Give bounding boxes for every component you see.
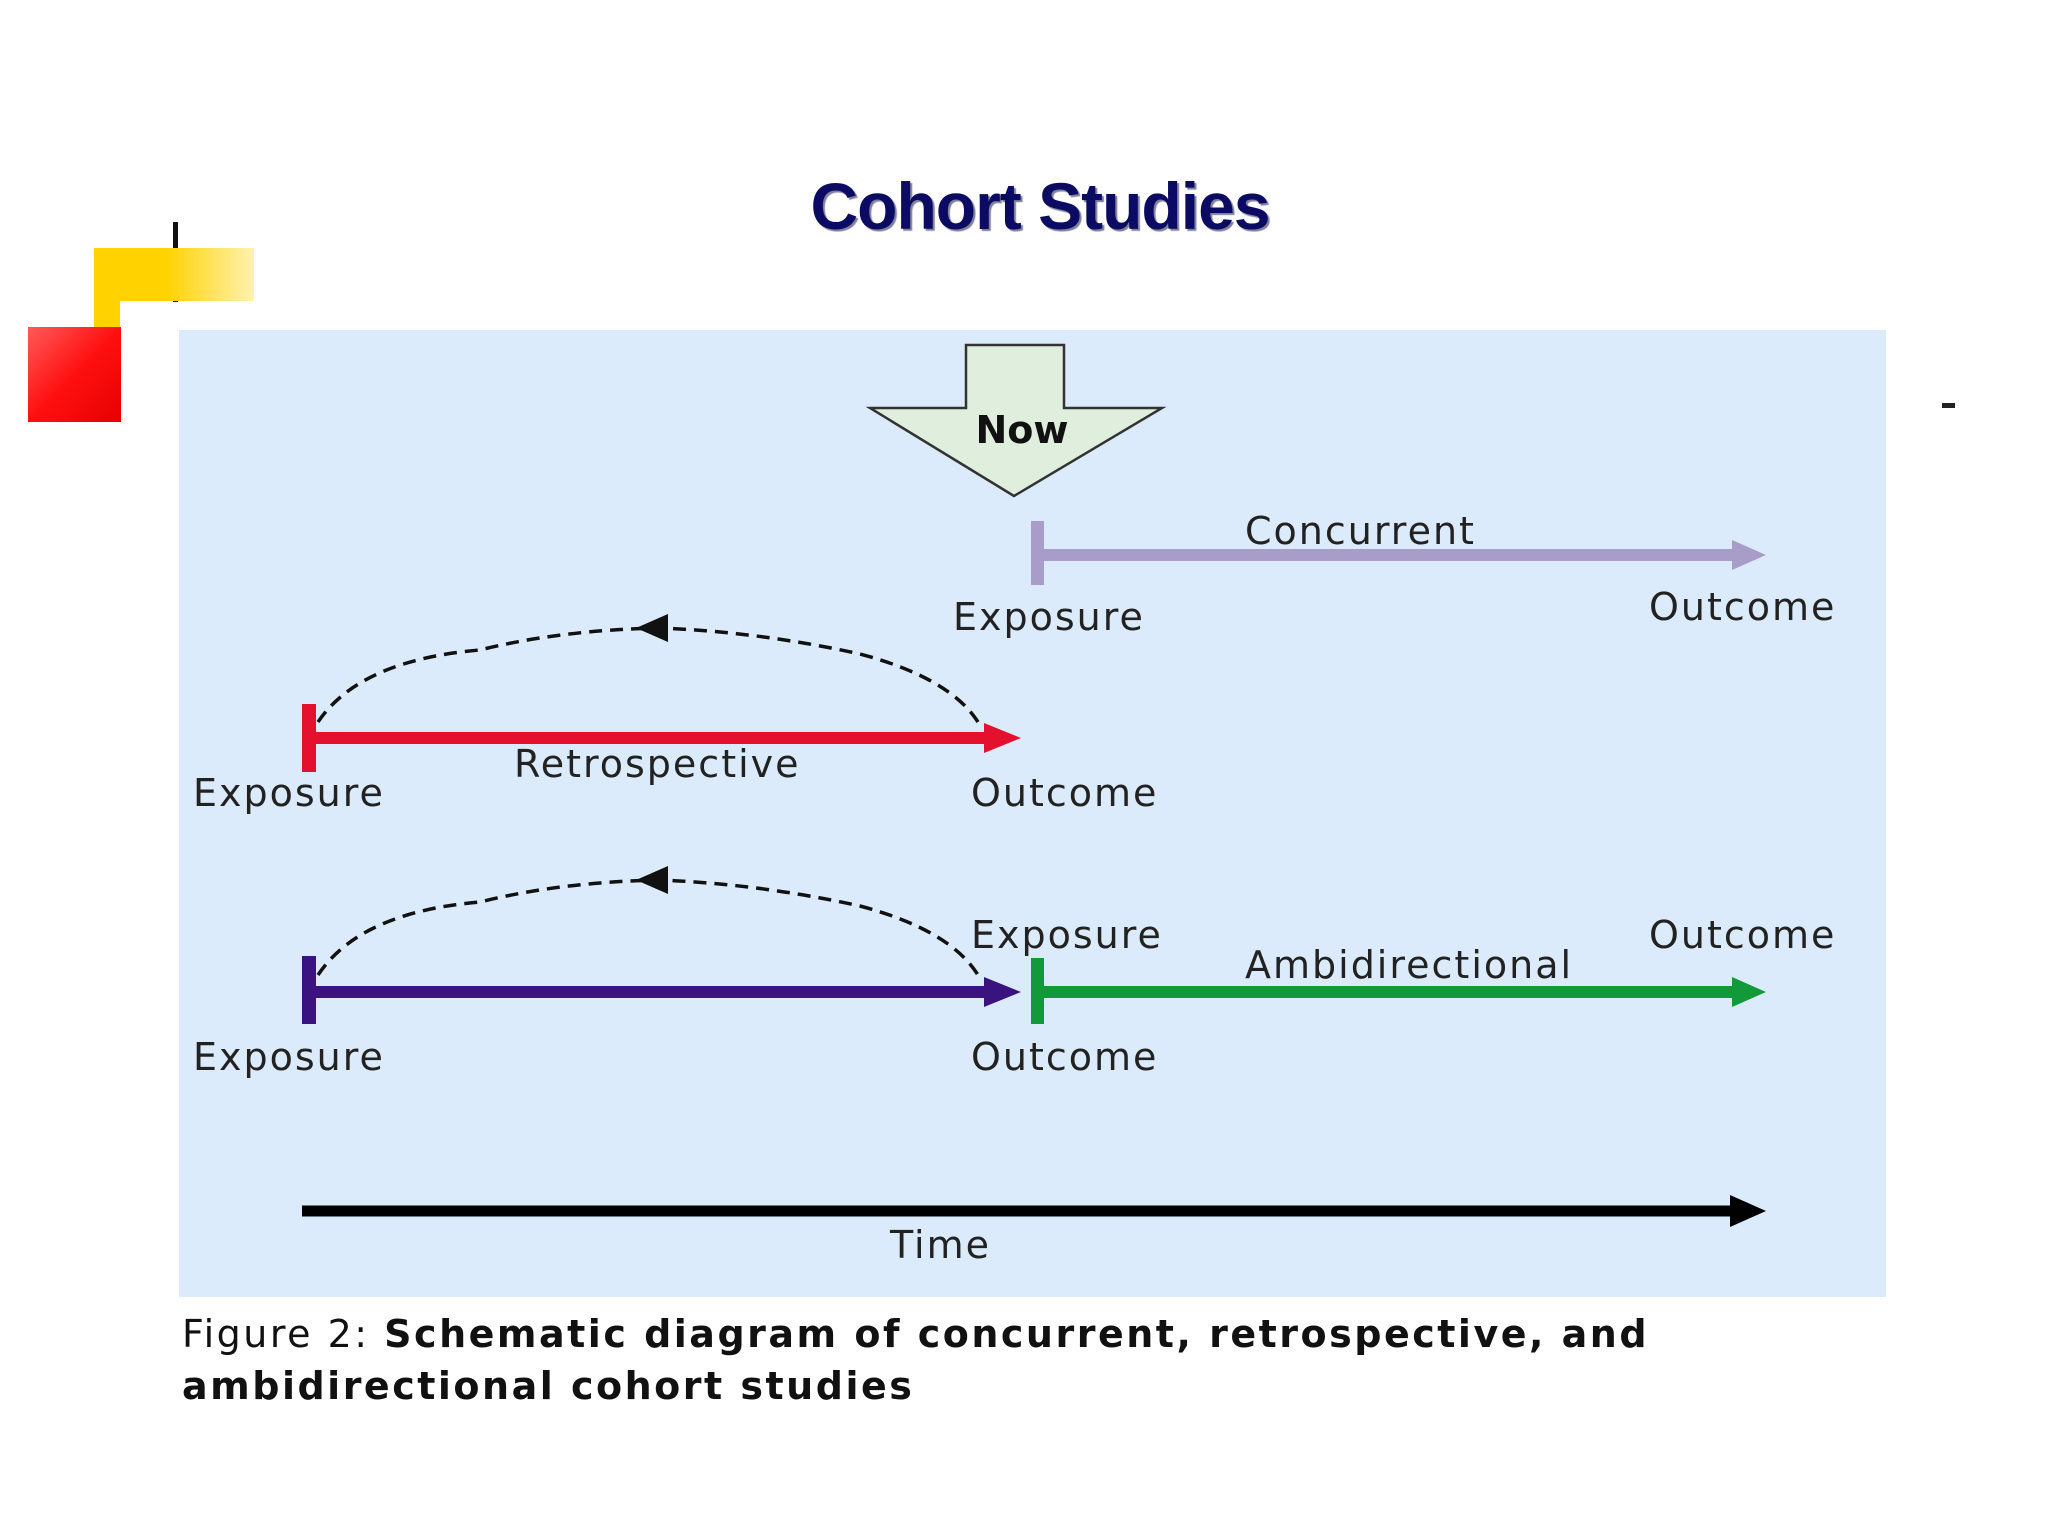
ambidirectional-left-arrowhead xyxy=(984,977,1021,1007)
retrospective-label: Retrospective xyxy=(514,742,801,786)
ambidirectional-arc-arrowhead xyxy=(636,866,668,894)
ambidirectional-dashed-arc xyxy=(316,878,980,976)
figure-caption: Figure 2: Schematic diagram of concurren… xyxy=(182,1308,1902,1412)
decorative-dash xyxy=(1942,403,1955,408)
caption-text: Schematic diagram of concurrent, retrosp… xyxy=(182,1312,1650,1408)
ambidirectional-right-arrowhead xyxy=(1732,977,1766,1007)
concurrent-label: Concurrent xyxy=(1245,509,1476,553)
time-label: Time xyxy=(889,1223,991,1267)
ambidirectional-timeline: Ambidirectional Exposure Outcome Exposur… xyxy=(193,866,1836,1079)
concurrent-exposure-label: Exposure xyxy=(953,595,1145,639)
concurrent-arrowhead xyxy=(1732,540,1766,570)
now-label: Now xyxy=(975,408,1068,452)
ambidirectional-left-outcome-label: Outcome xyxy=(971,1035,1158,1079)
ambidirectional-right-outcome-label: Outcome xyxy=(1649,913,1836,957)
retrospective-timeline: Retrospective Exposure Outcome xyxy=(193,614,1158,815)
concurrent-outcome-label: Outcome xyxy=(1649,585,1836,629)
time-axis: Time xyxy=(302,1195,1766,1267)
decorative-yellow-block-stem xyxy=(94,248,120,330)
ambidirectional-left-exposure-label: Exposure xyxy=(193,1035,385,1079)
slide-title: Cohort Studies xyxy=(810,169,1271,243)
concurrent-exposure-tick xyxy=(1031,521,1044,585)
retrospective-arc-arrowhead xyxy=(636,614,668,642)
time-arrowhead xyxy=(1730,1195,1766,1227)
concurrent-timeline: Concurrent Exposure Outcome xyxy=(953,509,1836,639)
ambidirectional-label: Ambidirectional xyxy=(1245,943,1573,987)
caption-prefix: Figure 2: xyxy=(182,1312,385,1356)
retrospective-exposure-label: Exposure xyxy=(193,771,385,815)
retrospective-outcome-label: Outcome xyxy=(971,771,1158,815)
figure-panel xyxy=(179,330,1886,1297)
ambidirectional-right-exposure-tick xyxy=(1031,958,1044,1024)
retrospective-arrowhead xyxy=(984,723,1021,753)
decorative-yellow-block xyxy=(94,248,254,301)
retrospective-exposure-tick xyxy=(302,704,316,772)
now-arrow: Now xyxy=(865,343,1167,498)
decorative-red-block xyxy=(28,327,121,422)
ambidirectional-left-exposure-tick xyxy=(302,956,316,1024)
retrospective-dashed-arc xyxy=(316,626,980,723)
ambidirectional-right-exposure-label: Exposure xyxy=(971,913,1163,957)
